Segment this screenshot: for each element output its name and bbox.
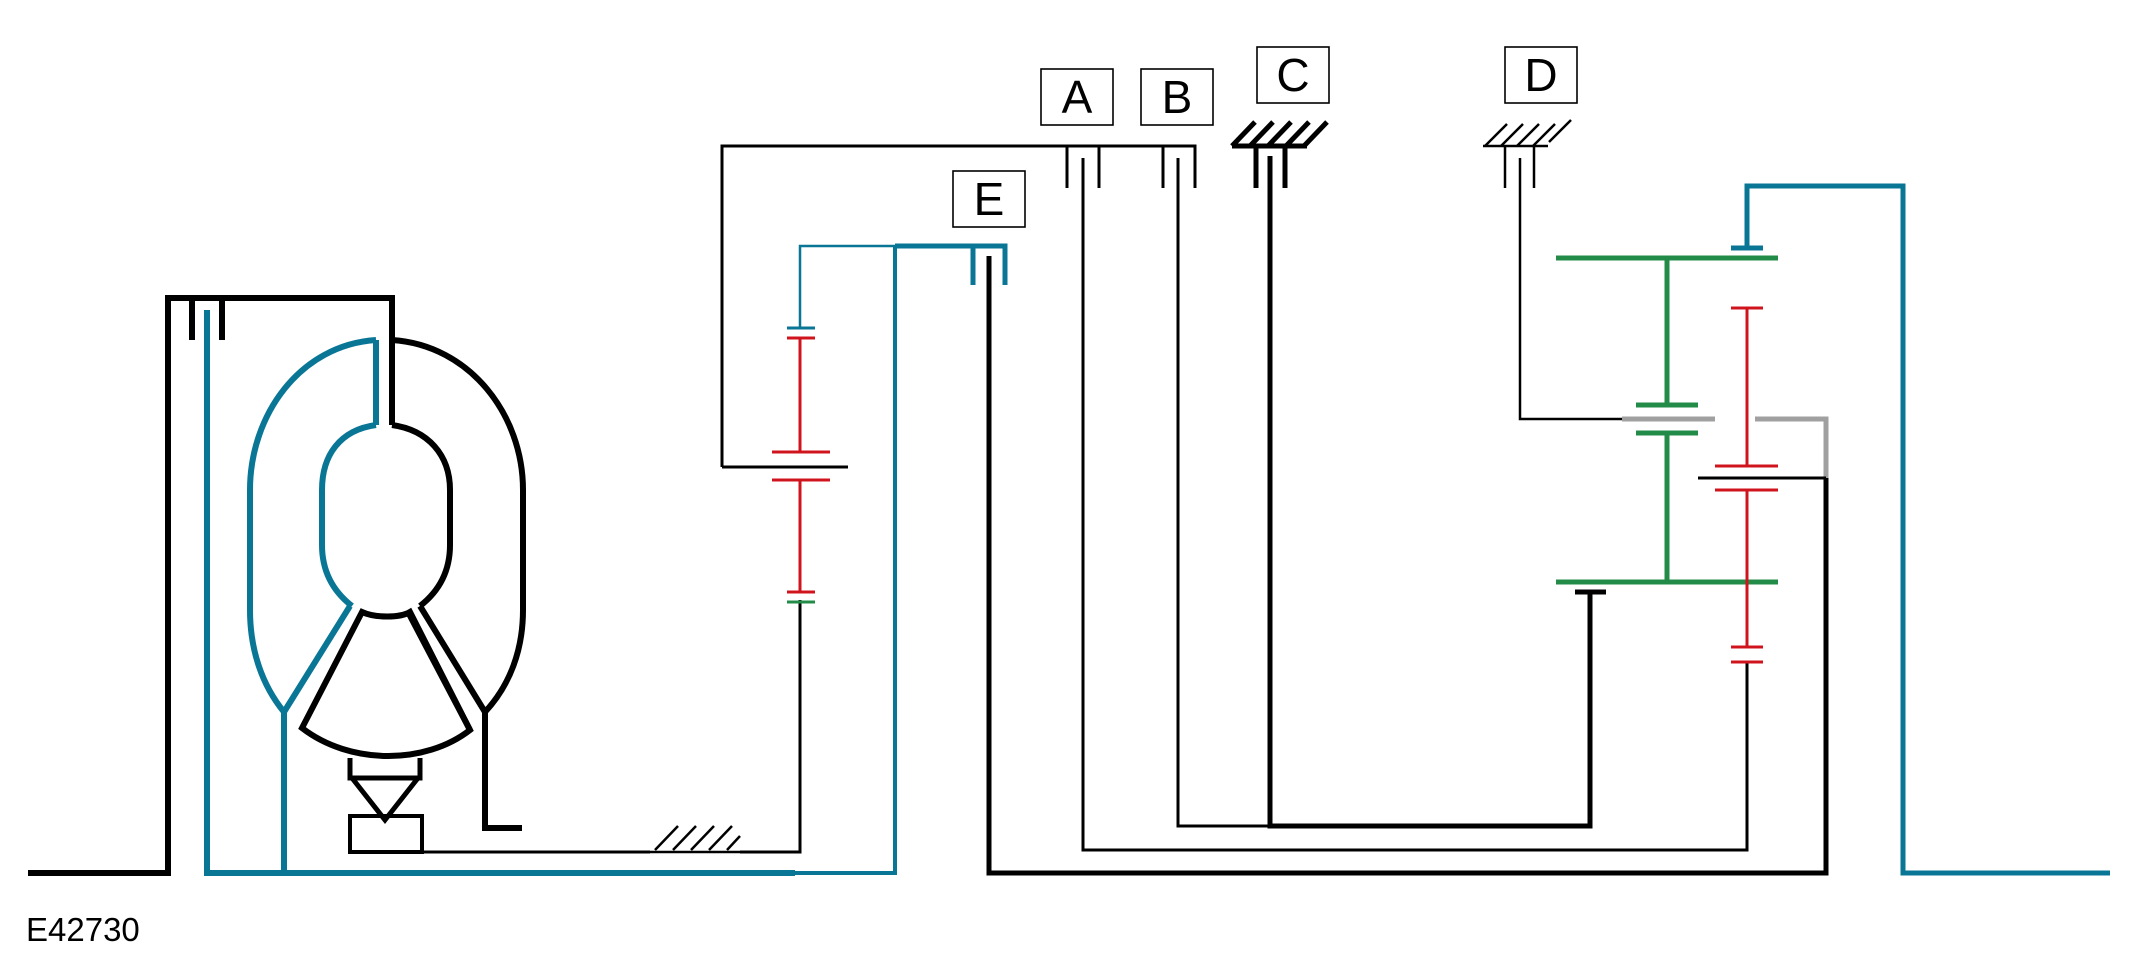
brake-c-output [1267,156,1593,829]
front-planet-carrier-link [740,600,802,854]
label-d: D [1504,46,1578,104]
brake-d [1483,119,1622,421]
label-c: C [1256,46,1330,104]
clutch-ab-drum [720,144,1197,467]
output-shaft [1744,183,2110,876]
impeller-shell [391,337,526,715]
rear-planetary [1556,183,2110,876]
clutch-e [895,243,1829,876]
turbine-shell [247,337,377,714]
turbine-shaft-thin [795,246,897,875]
brake-c [1230,120,1606,829]
brake-d-output [1518,158,1622,421]
core-ring-black [391,422,453,609]
clutch-b-output [1176,158,1270,828]
label-b: B [1140,68,1214,126]
label-c-text: C [1276,49,1309,101]
figure-reference: E42730 [26,911,140,948]
impeller-hub [482,712,522,831]
clutch-a-output [1081,158,1749,852]
stator [298,607,474,759]
label-a-text: A [1062,71,1093,123]
ground-symbol-c [1230,120,1329,149]
label-d-text: D [1524,49,1557,101]
label-b-text: B [1162,71,1193,123]
clutch-e-housing [895,243,1008,285]
ground-symbol-d [1483,119,1572,148]
core-ring-blue [319,422,377,609]
front-planetary [720,144,1197,604]
one-way-clutch [350,776,420,825]
label-a: A [1040,68,1114,126]
one-way-clutch-support [348,814,424,854]
label-e-text: E [974,173,1005,225]
stator-hub [347,758,423,781]
label-e: E [952,170,1026,228]
torque-converter [28,246,897,876]
clutch-e-output [986,256,1829,876]
impeller-blade-1 [417,604,488,714]
clutch-e-inner-link [798,244,895,328]
lockup-clutch-blue [204,310,284,876]
rear-carrier-right [1755,416,1829,478]
ground-symbol-stator [650,825,741,854]
clutch-ab [1065,146,1749,852]
turbine-blade [281,604,353,714]
